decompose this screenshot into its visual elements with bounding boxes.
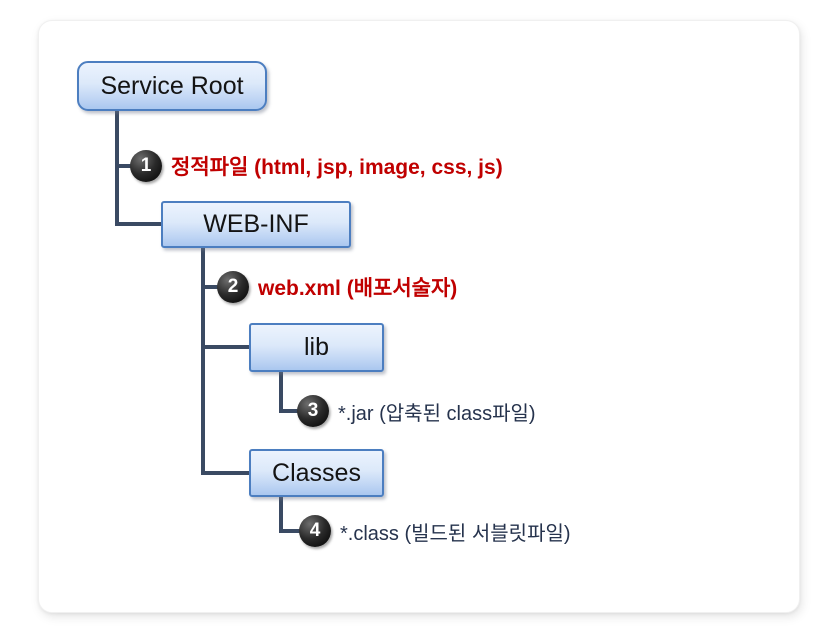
number-badge-3: 3 [297,395,329,427]
connector-tick-annotation-2 [203,285,219,289]
node-web-inf: WEB-INF [161,201,351,248]
annotation-row-3: 3 *.jar (압축된 class파일) [297,395,536,427]
node-classes: Classes [249,449,384,497]
connector-to-webinf [115,222,161,226]
diagram-card: Service Root WEB-INF lib Classes 1 정적파일 … [38,20,800,613]
annotation-row-2: 2 web.xml (배포서술자) [217,271,457,303]
connector-lib-vertical [279,372,283,413]
number-badge-4: 4 [299,515,331,547]
annotation-text-1: 정적파일 (html, jsp, image, css, js) [171,156,503,179]
number-badge-2: 2 [217,271,249,303]
connector-to-classes [201,471,249,475]
connector-tick-annotation-4 [281,529,301,533]
annotation-row-1: 1 정적파일 (html, jsp, image, css, js) [130,150,503,182]
annotation-row-4: 4 *.class (빌드된 서블릿파일) [299,515,571,547]
connector-webinf-vertical [201,248,205,475]
connector-to-lib [201,345,249,349]
node-classes-label: Classes [272,458,361,487]
annotation-text-2: web.xml (배포서술자) [258,277,458,300]
node-web-inf-label: WEB-INF [203,210,309,238]
node-lib-label: lib [303,333,329,361]
connector-tick-annotation-1 [117,164,133,168]
node-service-root: Service Root [77,61,267,111]
number-badge-1: 1 [130,150,162,182]
annotation-text-4: *.class (빌드된 서블릿파일) [340,522,571,545]
node-service-root-label: Service Root [100,71,244,100]
node-lib: lib [249,323,384,372]
connector-classes-vertical [279,497,283,533]
connector-root-vertical [115,111,119,226]
connector-tick-annotation-3 [281,409,299,413]
annotation-text-3: *.jar (압축된 class파일) [338,402,536,425]
